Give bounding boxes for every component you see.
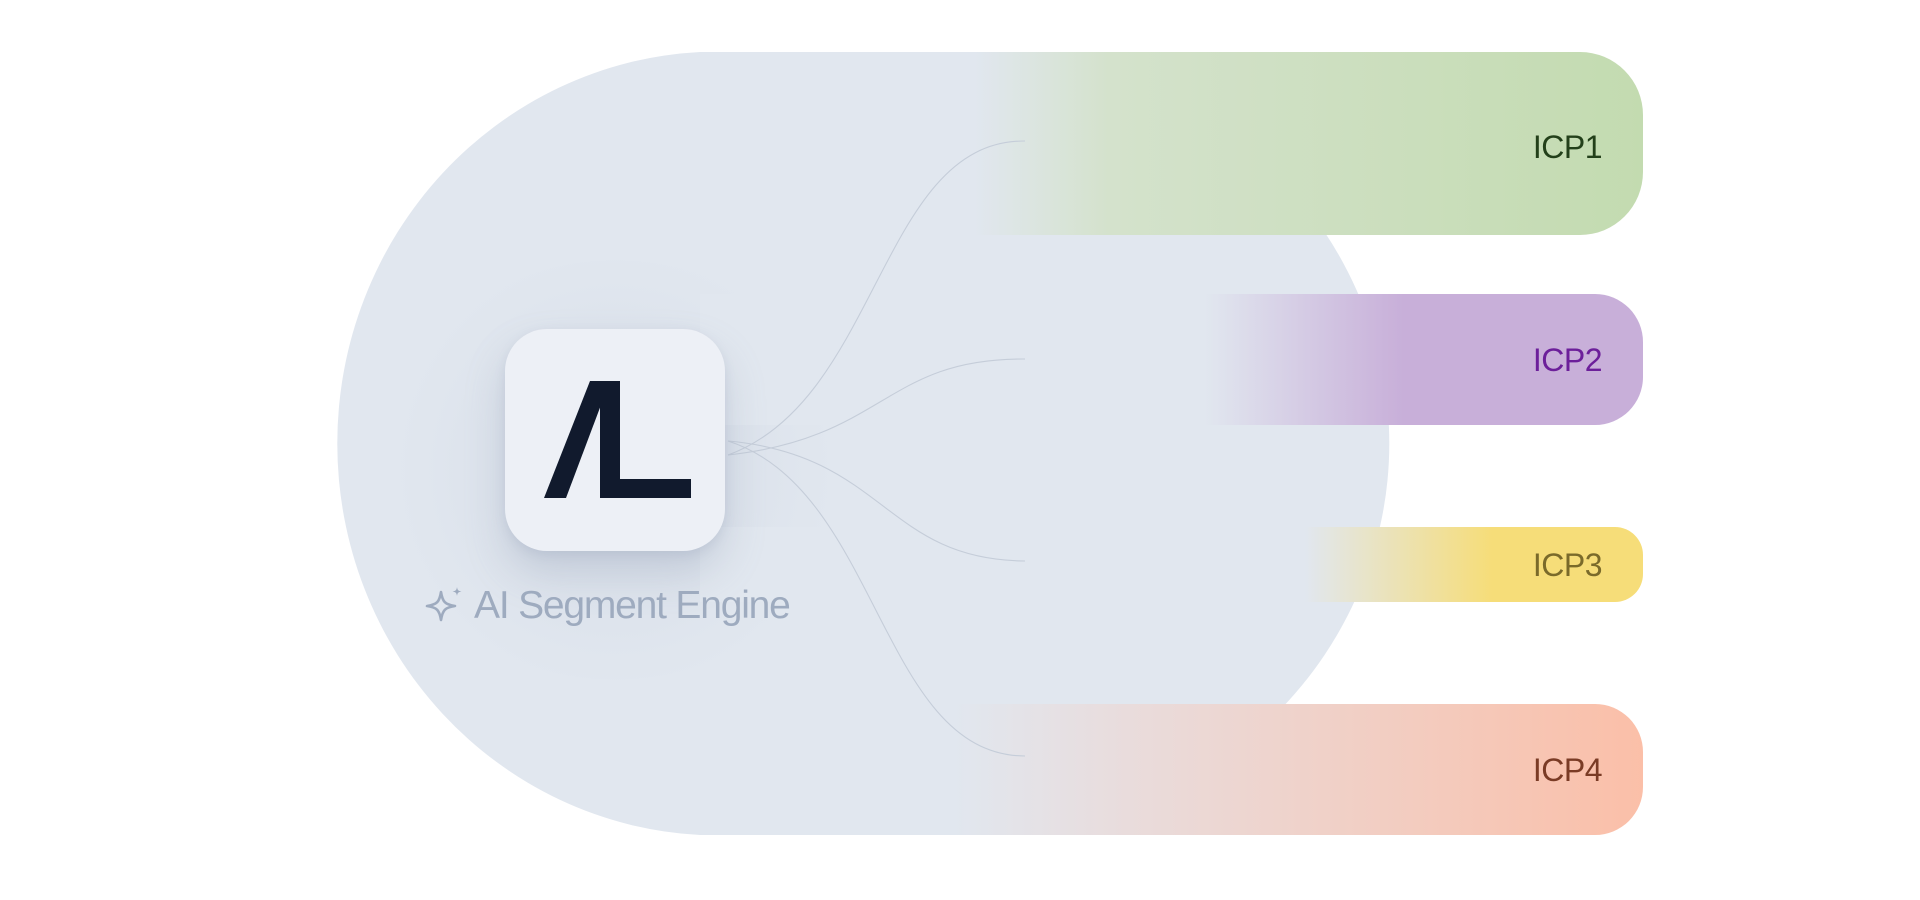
- connector-icp3: [727, 440, 1026, 562]
- segment-label-icp4: ICP4: [1532, 752, 1603, 788]
- segment-label-icp2: ICP2: [1532, 342, 1603, 378]
- engine-logo-card: [505, 329, 725, 551]
- connector-icp4: [727, 440, 1026, 757]
- segment-band-icp3: [700, 527, 1643, 602]
- segment-band-icp2: [700, 294, 1643, 425]
- segment-label-icp3: ICP3: [1532, 547, 1603, 583]
- segment-label-icp1: ICP1: [1532, 129, 1603, 165]
- al-logo-icon: [544, 381, 691, 498]
- sparkle-icon: [425, 587, 462, 622]
- segment-band-icp4: [700, 704, 1643, 835]
- connector-icp1: [727, 140, 1026, 456]
- engine-label: AI Segment Engine: [424, 581, 791, 631]
- segment-band-icp1: [700, 52, 1643, 235]
- engine-label-text: AI Segment Engine: [474, 584, 791, 627]
- connector-icp2: [727, 358, 1026, 456]
